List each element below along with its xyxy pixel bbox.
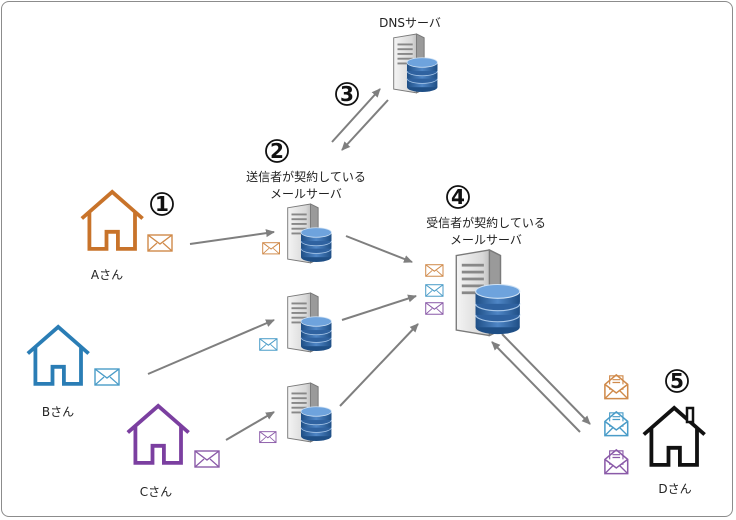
step-4-ring [446,185,470,209]
step-2: 2 [265,139,289,163]
user-a-label: Aさん [91,268,123,282]
house-icon [125,403,191,465]
arrow-c-to-sender-server [225,411,275,441]
user-b: Bさん [25,324,120,419]
user-d-label: Dさん [658,482,691,496]
step-5-ring [665,369,689,393]
arrow-d-to-receiver [491,341,581,433]
envelope-icon [259,338,278,351]
sender-server-label-line1: 送信者が契約している [246,169,366,184]
step-1-number: 1 [155,192,169,216]
step-3-ring [335,82,359,106]
server-icon [287,292,332,353]
envelope-icon [94,368,120,386]
receiver-mail-server: 受信者が契約している メールサーバ [425,215,546,337]
step-1-ring [150,192,174,216]
envelope-icon [425,302,444,315]
receiver-server-label-line2: メールサーバ [450,233,522,247]
envelope-icon [259,431,277,444]
arrow-a-to-sender-server [189,229,275,245]
step-1: 1 [150,192,174,216]
receiver-server-label-line1: 受信者が契約している [426,215,546,230]
user-c-label: Cさん [140,485,172,499]
chimney-icon [685,406,695,424]
sender-mail-server: 送信者が契約している メールサーバ [246,169,366,264]
step-5-number: 5 [670,369,684,393]
arrow-server3-to-receiver [339,323,419,407]
arrows [147,88,591,441]
open-mail-icon [604,374,629,400]
envelope-icon [262,242,280,255]
user-a: Aさん [79,189,173,282]
sender-server-label-line2: メールサーバ [270,187,342,201]
envelope-icon [194,450,220,468]
open-mail-icon [604,449,629,475]
sender-server-icon [287,203,332,264]
arrow-receiver-to-d [501,333,591,425]
arrow-dns-to-sender [341,99,389,151]
house-icon [79,189,145,251]
envelope-icon [425,264,444,277]
arrow-server1-to-receiver [345,235,413,263]
open-mail-icon [604,411,629,437]
dns-server: DNSサーバ [379,16,441,94]
step-3-number: 3 [340,82,354,106]
dns-server-label: DNSサーバ [379,16,441,30]
step-4-number: 4 [451,185,465,209]
house-icon [25,324,91,386]
arrow-server2-to-receiver [341,294,417,321]
envelope-icon [147,234,173,252]
dns-server-icon [393,33,438,94]
step-2-ring [265,139,289,163]
envelope-icon [425,284,444,297]
user-c: Cさん [125,403,220,499]
arrow-sender-to-dns [331,88,381,143]
user-d: Dさん [604,374,707,496]
house-icon [641,405,707,467]
step-4: 4 [446,185,470,209]
step-3: 3 [335,82,359,106]
step-5: 5 [665,369,689,393]
receiver-server-icon [455,249,521,337]
step-2-number: 2 [270,139,284,163]
arrow-b-to-sender-server [147,319,275,375]
user-b-label: Bさん [42,405,74,419]
server-icon [287,382,332,443]
sender-mail-server-3 [259,382,332,444]
